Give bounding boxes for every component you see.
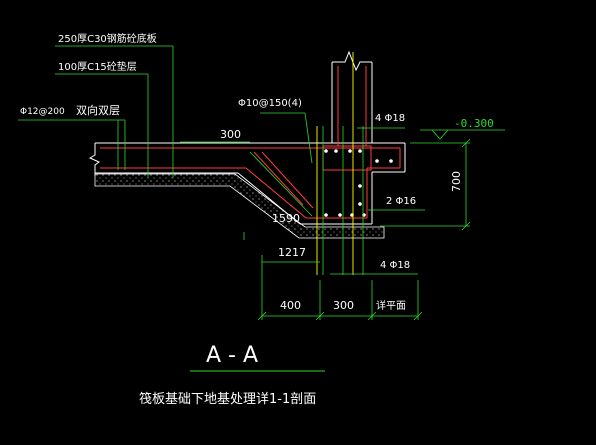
- dim-400: 400: [280, 299, 301, 312]
- label-top-bars: 4 Φ18: [375, 113, 405, 124]
- label-bottom-bars: 4 Φ18: [380, 260, 410, 271]
- dim-ref: 详平面: [376, 299, 406, 312]
- rebar-dots: [324, 149, 393, 217]
- dim-300-bottom: 300: [333, 299, 354, 312]
- dim-300-top: 300: [220, 128, 241, 141]
- column-outline: [331, 50, 373, 143]
- label-slab-rebar: Φ12@200: [20, 107, 65, 117]
- label-slab-layer: 250厚C30钢筋砼底板: [58, 32, 157, 45]
- slab-concrete-outline: [88, 142, 406, 225]
- dim-1590: 1590: [272, 212, 300, 225]
- label-cushion-layer: 100厚C15砼垫层: [58, 60, 137, 73]
- cushion-layer-hatch: [94, 173, 385, 239]
- dim-700: 700: [450, 171, 463, 192]
- level-value: -0.300: [454, 117, 494, 130]
- dim-1217: 1217: [278, 246, 306, 259]
- axis-lines: [316, 52, 354, 275]
- section-title: A - A: [206, 343, 258, 368]
- label-slab-rebar-desc: 双向双层: [76, 103, 120, 117]
- label-side-bars: 2 Φ16: [386, 196, 416, 207]
- label-stirrup: Φ10@150(4): [238, 98, 302, 109]
- leader-lines: [18, 45, 505, 321]
- drawing-caption: 筏板基础下地基处理详1-1剖面: [139, 391, 316, 407]
